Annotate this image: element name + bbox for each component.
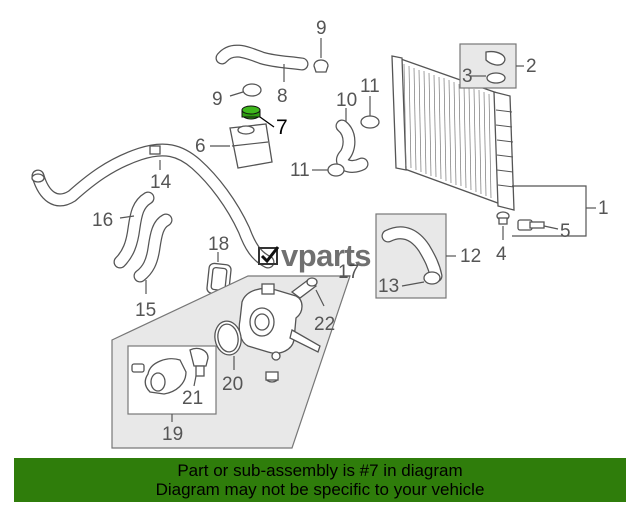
wrench-check-icon <box>258 246 280 265</box>
callout-2: 2 <box>526 56 537 77</box>
callout-16: 16 <box>92 210 113 231</box>
radiator <box>391 55 515 211</box>
clamp-11-upper <box>360 96 380 129</box>
parts-2-3-box <box>459 43 524 89</box>
callout-9b: 9 <box>212 89 223 110</box>
temperature-sensor-22 <box>290 277 325 307</box>
banner-line-1: Part or sub-assembly is #7 in diagram <box>177 461 463 480</box>
coolant-reservoir <box>210 123 273 169</box>
pipe-8 <box>215 44 309 82</box>
banner-line-2: Diagram may not be specific to your vehi… <box>155 480 485 499</box>
watermark: vparts <box>258 238 388 274</box>
parts-19-21-box <box>127 345 217 422</box>
callout-19: 19 <box>162 424 183 445</box>
callout-18: 18 <box>208 234 229 255</box>
callout-10: 10 <box>336 90 357 111</box>
hose-14 <box>31 143 275 269</box>
callout-4: 4 <box>496 244 507 265</box>
clamp-11-lower <box>312 163 345 177</box>
callout-1-bracket <box>512 185 587 237</box>
callout-11b: 11 <box>290 160 310 181</box>
drain-plug <box>496 211 510 240</box>
callout-13: 13 <box>378 276 399 297</box>
callout-1: 1 <box>598 198 609 219</box>
callout-3: 3 <box>462 66 473 87</box>
callout-12: 12 <box>460 246 481 267</box>
callout-9a: 9 <box>316 18 327 39</box>
callout-8: 8 <box>277 86 288 107</box>
reservoir-cap-7 <box>241 105 275 128</box>
callout-21: 21 <box>182 388 203 409</box>
hose-16 <box>113 191 155 269</box>
thermostat-housing <box>238 283 321 383</box>
callout-5: 5 <box>560 221 571 242</box>
clamp-9-lower <box>229 83 262 97</box>
parts-diagram: 1 2 3 4 5 9 8 9 <box>31 18 609 449</box>
callout-17: 17 <box>338 262 359 283</box>
callout-11a: 11 <box>360 76 380 97</box>
callout-7: 7 <box>276 116 288 139</box>
bolt-5 <box>517 219 559 231</box>
info-banner: Part or sub-assembly is #7 in diagram Di… <box>14 458 626 502</box>
hose-15 <box>133 213 173 294</box>
watermark-text: vparts <box>281 238 372 273</box>
callout-20: 20 <box>222 374 243 395</box>
callout-22: 22 <box>314 314 335 335</box>
o-ring-20 <box>214 320 242 370</box>
callout-15: 15 <box>135 300 156 321</box>
clamp-9-top <box>313 38 329 73</box>
hose-10 <box>335 108 369 173</box>
callout-6: 6 <box>195 136 206 157</box>
parts-12-13-box <box>375 213 456 299</box>
callout-14: 14 <box>150 172 172 193</box>
